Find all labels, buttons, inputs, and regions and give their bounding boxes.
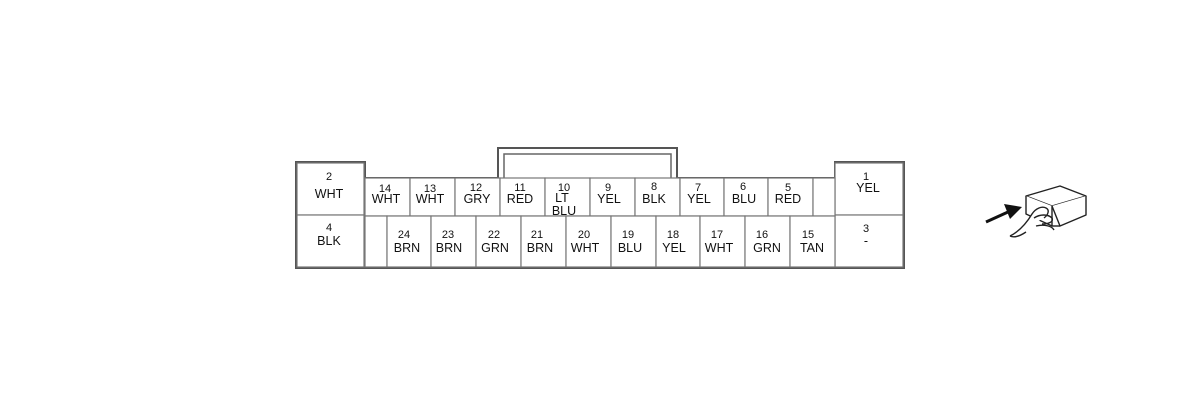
pin-color: BLK [642, 192, 666, 206]
pin-number: 24 [398, 229, 410, 241]
pin-color: BLK [317, 234, 341, 248]
pin-color: YEL [687, 192, 711, 206]
pin-cell-20 [565, 215, 612, 268]
pin-number: 9 [605, 182, 611, 194]
pin-cell-16 [744, 215, 791, 268]
locking-tab [503, 153, 672, 178]
pin-number: 10 [558, 182, 570, 194]
pin-number: 6 [740, 181, 746, 193]
pin-number: 15 [802, 229, 814, 241]
pin-color: GRY [464, 192, 492, 206]
pin-color: BRN [394, 241, 420, 255]
pin-cell-22 [475, 215, 522, 268]
pin-number: 14 [379, 183, 391, 195]
pin-cell-4 [296, 214, 365, 268]
pin-color: BLU [618, 241, 642, 255]
arrow-right-icon [985, 204, 1022, 224]
pin-color: WHT [372, 192, 401, 206]
pin-color: YEL [662, 241, 686, 255]
pin-number: 19 [622, 229, 634, 241]
pin-color: RED [507, 192, 533, 206]
pin-color: BLU [732, 192, 756, 206]
pin-number: 22 [488, 229, 500, 241]
pin-color: RED [775, 192, 801, 206]
pin-number: 18 [667, 229, 679, 241]
pin-number: 3 [863, 223, 869, 235]
pin-color: YEL [597, 192, 621, 206]
pin-cell-18 [655, 215, 701, 268]
pin-color: LT [555, 191, 569, 205]
pin-cell-24 [386, 215, 432, 268]
pin-number: 4 [326, 222, 332, 234]
pin-number: 8 [651, 181, 657, 193]
pin-number: 23 [442, 229, 454, 241]
pin-cell-10 [544, 177, 591, 217]
pin-number: 17 [711, 229, 723, 241]
pin-cell-15 [789, 215, 836, 268]
pin-number: 5 [785, 182, 791, 194]
pin-color: BRN [436, 241, 462, 255]
pin-cell-5 [767, 177, 814, 217]
pin-number: 11 [514, 182, 525, 194]
pin-number: 2 [326, 171, 332, 183]
pin-color: WHT [315, 187, 344, 201]
pin-color: TAN [800, 241, 824, 255]
pin-color: GRN [481, 241, 509, 255]
pin-color: YEL [856, 181, 880, 195]
pin-number: 13 [424, 183, 436, 195]
hand-holding-connector-icon [1009, 185, 1087, 238]
pin-cell-3 [834, 214, 904, 268]
pin-color: GRN [753, 241, 781, 255]
pin-number: 7 [695, 182, 701, 194]
empty-cell-top-right [812, 177, 836, 217]
pin-color: - [864, 234, 868, 248]
pin-color: WHT [416, 192, 445, 206]
pin-cell-8 [634, 177, 681, 217]
pin-color: BRN [527, 241, 553, 255]
empty-cell-bottom-left [364, 215, 388, 268]
pin-color: WHT [705, 241, 734, 255]
pin-number: 1 [863, 171, 869, 183]
pin-cell-6 [723, 177, 769, 217]
pin-color: WHT [571, 241, 600, 255]
pin-cell-21 [520, 215, 567, 268]
pin-cell-23 [430, 215, 477, 268]
pin-cell-19 [610, 215, 657, 268]
pin-number: 12 [470, 182, 482, 194]
pin-number: 16 [756, 229, 768, 241]
pin-number: 21 [531, 229, 543, 241]
pin-color: BLU [552, 204, 576, 218]
pin-cell-9 [589, 177, 636, 217]
pin-number: 20 [578, 229, 590, 241]
